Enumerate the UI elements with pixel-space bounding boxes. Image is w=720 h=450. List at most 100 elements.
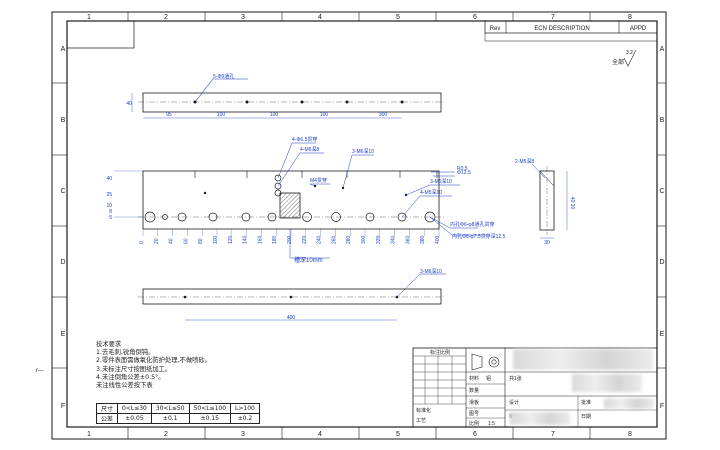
row-label: C [659, 188, 664, 195]
ordinate-dim: 220 [302, 235, 308, 244]
col-label: 1 [87, 431, 91, 438]
tolerance-value-row: 公差 ±0.05 ±0.1 ±0.15 ±0.2 [95, 413, 260, 424]
ordinate-dim: 0 [139, 241, 145, 244]
col-label: 2 [164, 14, 168, 21]
note-item: 1.去毛刺,锐角倒钝。 [96, 349, 155, 357]
row-labels-left: A B C D E F [60, 46, 65, 410]
row-label: B [660, 117, 665, 124]
redacted-area [513, 349, 653, 370]
row-label: F [660, 403, 664, 410]
tol-cell: ±0.1 [150, 413, 190, 424]
col-label: 3 [241, 14, 245, 21]
ordinate-dim: 20 [154, 238, 160, 244]
ordinate-dim: 400 [435, 235, 441, 244]
standardization-label: 标准化 [416, 407, 431, 414]
ordinate-dim: 80 [198, 238, 204, 244]
col-label: 7 [551, 14, 555, 21]
dim: 300 [379, 112, 388, 118]
dim: 100 [320, 112, 329, 118]
tol-cell: 50<L≤100 [188, 403, 232, 414]
ordinate-dim: 40 [169, 238, 175, 244]
front-callout: 3-M6深10 [430, 178, 452, 185]
front-left-dim: 10 [106, 203, 112, 209]
col-label: 5 [396, 14, 400, 21]
bottom-view-length: 400 [287, 315, 296, 321]
front-view: 4-Φ6.5贯穿 4-M6深8 3-M6深10 M4贯穿 3-M6深10 4-M… [106, 136, 505, 264]
date-label: 日期 [581, 414, 591, 420]
side-view: 2-M5深8 40.30 30 [515, 158, 575, 246]
roughness-value: 3.2 [626, 50, 633, 56]
ordinate-dim: 240 [317, 235, 323, 244]
tol-cell: 0<L≤30 [117, 403, 152, 414]
sheet-label: 共1张 [509, 375, 522, 382]
quantity-label: 数量 [469, 387, 479, 394]
side-view-height: 40.30 [569, 197, 575, 210]
front-left-dim: 25 [106, 192, 112, 198]
front-callout: 4-M6深8 [300, 146, 319, 153]
tol-cell: 尺寸 [95, 403, 119, 414]
appd-header: APPD [630, 26, 647, 32]
pocket-depth-label: 槽深10mm [294, 256, 323, 264]
tol-cell: 30<L≤50 [150, 403, 190, 414]
ordinate-dim: 280 [346, 235, 352, 244]
scale-value: 1:5 [488, 421, 495, 427]
col-label: 4 [318, 431, 322, 438]
front-left-dim: 8 [109, 209, 112, 215]
bottom-view-note: 3-M6深10 [420, 268, 442, 275]
dim: 100 [217, 112, 226, 118]
ordinate-dim: 360 [405, 235, 411, 244]
tolerance-table: 尺寸 0<L≤30 30<L≤50 50<L≤100 L>100 公差 ±0.0… [95, 403, 260, 424]
front-callout: 4-Φ6.5贯穿 [292, 136, 317, 143]
front-callout: 内孔Φ8-φ7.5贯穿深12.5 [452, 233, 506, 240]
zone-ticks [52, 12, 666, 439]
approver-label: 批准 [581, 399, 591, 406]
tol-cell: L>100 [230, 403, 260, 414]
column-labels-bottom: 1 2 3 4 5 6 7 8 [87, 431, 632, 438]
ordinate-dim: 100 [213, 235, 219, 244]
front-left-dim: 40 [106, 176, 112, 182]
ordinate-dim: 160 [257, 235, 263, 244]
row-label: A [61, 46, 66, 53]
col-label: 4 [318, 14, 322, 21]
material-label: 材料 [469, 375, 479, 382]
ordinate-dim: 340 [391, 235, 397, 244]
ordinate-dim: 60 [183, 238, 189, 244]
row-labels-right: A B C D E F [659, 46, 664, 410]
tol-cell: 公差 [95, 413, 119, 424]
ordinate-dim: 380 [420, 235, 426, 244]
col-label: 6 [473, 14, 477, 21]
process-label: 工艺 [416, 418, 426, 424]
part-name: 滑板 [469, 399, 479, 406]
col-label: 8 [628, 14, 632, 21]
ordinate-dim: 320 [376, 235, 382, 244]
tolerance-header-row: 尺寸 0<L≤30 30<L≤50 50<L≤100 L>100 [95, 403, 260, 414]
designer-label: 设计 [509, 399, 519, 406]
corner-box [66, 20, 135, 49]
note-item: 3.未标注尺寸按图纸加工。 [96, 365, 172, 373]
ordinate-dim: 120 [228, 235, 234, 244]
col-label: 6 [473, 431, 477, 438]
material-value: 铝 [486, 375, 491, 382]
front-left-dim: 5 [109, 215, 112, 221]
col-label: 2 [164, 431, 168, 438]
front-callout: M4贯穿 [310, 177, 327, 184]
side-view-note: 2-M5深8 [515, 158, 534, 165]
ordinate-dim: 200 [287, 235, 293, 244]
roughness-symbol: 全部 3.2 [612, 49, 637, 67]
front-callout: Φ12.5 [457, 170, 471, 176]
drawing-number-label: 图号 [469, 411, 479, 417]
front-callout: 3-M6深10 [352, 148, 374, 155]
col-label: 1 [87, 14, 91, 21]
front-callout: 4-M5深10 [420, 189, 442, 196]
ordinate-dim: 140 [243, 235, 249, 244]
side-view-width: 30 [544, 240, 550, 246]
tol-cell: ±0.05 [117, 413, 152, 424]
ordinate-dim: 180 [272, 235, 278, 244]
ordinate-dim: 260 [331, 235, 337, 244]
top-view-hole-note: 5-Φ9通孔 [213, 73, 234, 80]
dim: 100 [270, 112, 279, 118]
title-block-header: 标注比例 [430, 349, 450, 356]
roughness-prefix: 全部 [612, 58, 624, 66]
top-view-height: 40 [126, 101, 132, 107]
note-item: 未注线性公差按下表 [96, 382, 153, 390]
